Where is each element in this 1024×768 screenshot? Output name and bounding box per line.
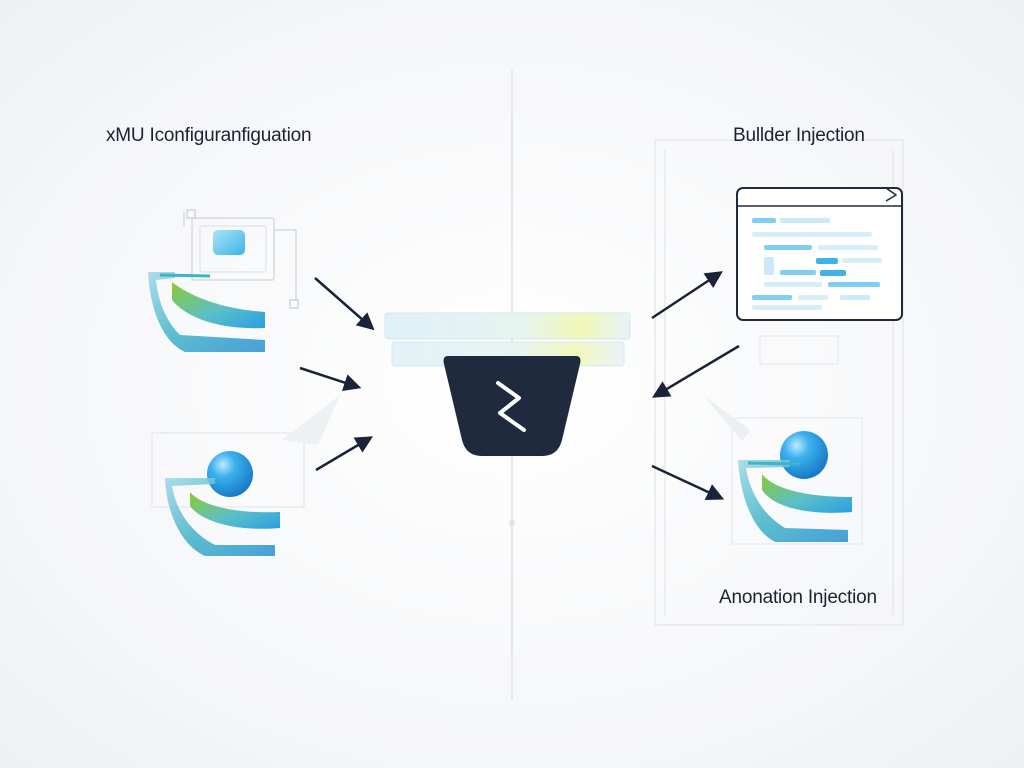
sphere-wave-icon [151, 395, 340, 556]
builder-injection-title: Bullder Injection [733, 125, 865, 146]
arrow-right-top [651, 271, 723, 320]
arrow-left-bottom [315, 436, 374, 472]
annotation-injection-title: Anonation Injection [719, 587, 877, 608]
sphere-wave-icon-right [704, 396, 863, 545]
arrow-left-top [314, 277, 375, 331]
monitor-wave-icon [148, 209, 299, 352]
left-section-title: xMU Iconfiguranfiguation [106, 125, 312, 146]
arrow-right-bottom [651, 464, 725, 501]
arrow-left-middle [299, 366, 362, 391]
lightning-hub-icon [384, 312, 631, 456]
code-window-icon [736, 187, 903, 365]
divider-dot [509, 520, 515, 526]
arrow-right-return [651, 344, 740, 398]
